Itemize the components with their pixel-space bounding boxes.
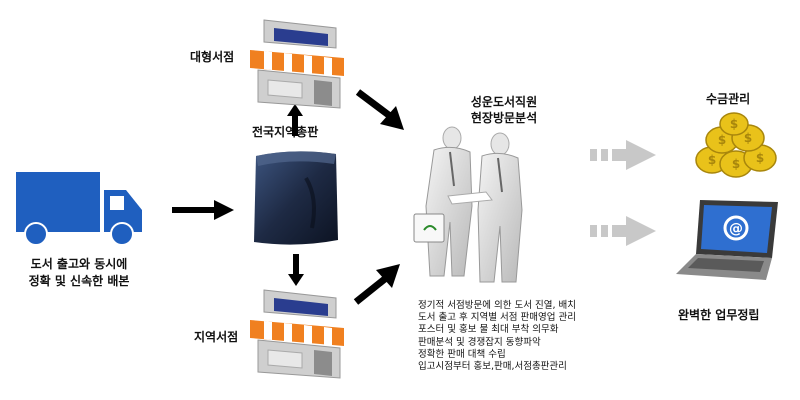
truck-icon xyxy=(16,172,142,246)
truck-caption-line2: 정확 및 신속한 배본 xyxy=(28,274,130,288)
distributor-box-icon xyxy=(254,151,338,245)
truck-caption-line1: 도서 출고와 동시에 xyxy=(30,257,128,271)
distributor-label: 전국지역총판 xyxy=(252,125,319,139)
svg-text:$: $ xyxy=(744,131,752,145)
svg-text:$: $ xyxy=(718,133,726,147)
gold-coins-icon: $$$ $$$ xyxy=(695,112,777,178)
svg-text:$: $ xyxy=(756,151,764,165)
laptop-icon: @ xyxy=(676,200,778,280)
gray-arrow-icon xyxy=(590,140,656,170)
staff-title-line2: 현장방문분석 xyxy=(470,111,538,125)
business-label: 완벽한 업무정립 xyxy=(678,308,760,322)
regional-store-label: 지역서점 xyxy=(194,330,239,344)
arrow-up-icon xyxy=(287,104,303,136)
task-item: 포스터 및 홍보 물 최대 부착 의무화 xyxy=(418,324,559,336)
svg-text:$: $ xyxy=(730,117,738,131)
svg-text:$: $ xyxy=(708,153,716,167)
staff-title-line1: 성운도서직원 xyxy=(470,95,538,109)
large-store-label: 대형서점 xyxy=(190,50,235,64)
arrow-down-icon xyxy=(288,254,304,286)
task-list: 정기적 서점방문에 의한 도서 진열, 배치 도서 출고 후 지역별 서점 판매… xyxy=(418,300,576,373)
arrow-diagonal-up-icon xyxy=(353,264,400,305)
svg-text:$: $ xyxy=(732,157,740,171)
task-item: 입고시점부터 홍보,판매,서점총판관리 xyxy=(418,361,567,373)
task-item: 도서 출고 후 지역별 서점 판매영업 관리 xyxy=(418,312,576,324)
business-people-icon xyxy=(413,126,523,283)
task-item: 판매분석 및 경쟁잡지 동향파악 xyxy=(418,336,541,348)
large-store-icon xyxy=(250,19,344,109)
truck-caption: 도서 출고와 동시에 정확 및 신속한 배본 xyxy=(4,256,154,290)
staff-title: 성운도서직원 현장방문분석 xyxy=(440,94,568,126)
task-item: 정기적 서점방문에 의한 도서 진열, 배치 xyxy=(418,300,576,311)
task-item: 정확한 판매 대책 수립 xyxy=(418,348,506,360)
collection-label: 수금관리 xyxy=(706,92,751,106)
arrow-right-icon xyxy=(172,200,234,220)
regional-store-icon xyxy=(250,289,344,379)
svg-text:@: @ xyxy=(729,221,743,237)
gray-arrow-icon xyxy=(590,216,656,246)
arrow-diagonal-down-icon xyxy=(356,89,404,130)
